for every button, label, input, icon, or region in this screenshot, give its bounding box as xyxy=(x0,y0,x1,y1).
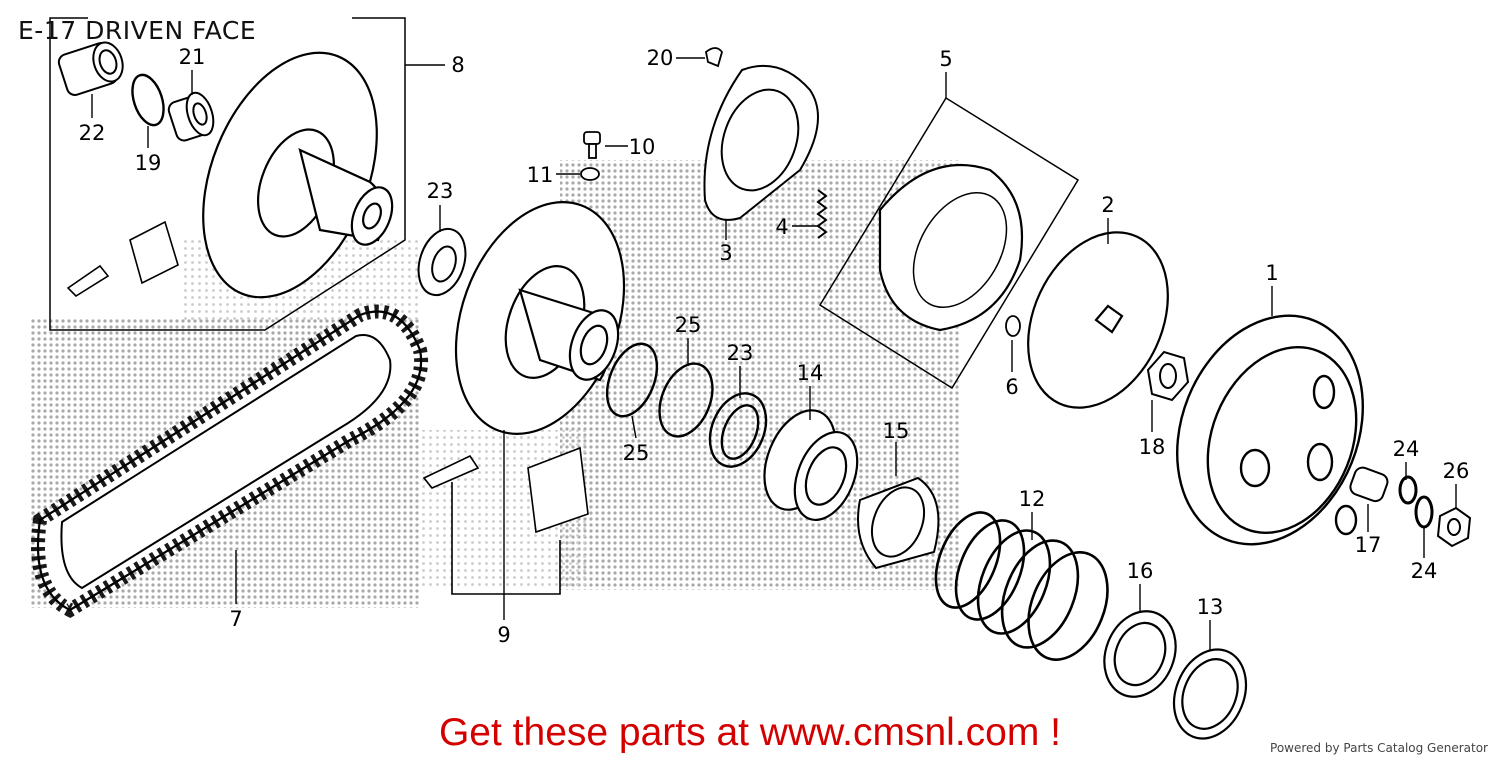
needle-bearing-part xyxy=(57,41,124,96)
callout-2: 2 xyxy=(1101,193,1114,217)
callout-24-lower: 24 xyxy=(1411,559,1438,583)
seal-collar-part xyxy=(763,409,859,522)
diagram-title: E-17 DRIVEN FACE xyxy=(18,16,257,45)
callout-1: 1 xyxy=(1265,261,1278,285)
callout-11: 11 xyxy=(527,163,554,187)
powered-by-text: Powered by Parts Catalog Generator xyxy=(1270,741,1488,755)
callout-7: 7 xyxy=(229,607,242,631)
callout-10: 10 xyxy=(629,135,656,159)
callout-17: 17 xyxy=(1355,533,1382,557)
washer-13-part xyxy=(1172,648,1248,740)
oil-seal-part xyxy=(417,227,467,297)
callout-labels: 22 21 19 8 20 5 10 11 23 3 4 2 1 25 23 1… xyxy=(79,45,1470,647)
leader-lines xyxy=(91,57,1457,650)
callout-4: 4 xyxy=(775,215,788,239)
clutch-weight-set-part xyxy=(818,96,1080,390)
callout-14: 14 xyxy=(797,361,824,385)
driven-face-assembly-box xyxy=(49,17,406,331)
fixed-driven-face-part xyxy=(454,201,626,435)
callout-23: 23 xyxy=(427,179,454,203)
callout-8: 8 xyxy=(451,53,464,77)
promo-link[interactable]: Get these parts at www.cmsnl.com ! xyxy=(438,711,1062,754)
callout-5: 5 xyxy=(939,47,952,71)
callout-26: 26 xyxy=(1443,459,1470,483)
callout-3: 3 xyxy=(719,241,732,265)
flange-nut-part xyxy=(1146,350,1190,402)
callout-23-middle: 23 xyxy=(727,341,754,365)
clutch-spring-part xyxy=(816,189,828,239)
callout-16: 16 xyxy=(1127,559,1154,583)
callout-24: 24 xyxy=(1393,437,1420,461)
callout-15: 15 xyxy=(883,419,910,443)
callout-18: 18 xyxy=(1139,435,1166,459)
clutch-outer-part xyxy=(1176,314,1364,546)
collar-oring-nut xyxy=(1349,466,1472,548)
clutch-plate-part xyxy=(703,65,819,221)
callout-6: 6 xyxy=(1005,375,1018,399)
drive-belt-part xyxy=(31,304,429,618)
callout-25-lower: 25 xyxy=(623,441,650,465)
callout-9: 9 xyxy=(497,623,510,647)
callout-20: 20 xyxy=(647,46,674,70)
driven-face-disc-part xyxy=(202,51,394,299)
grease-label-part xyxy=(66,220,179,298)
callout-25: 25 xyxy=(675,313,702,337)
seal-collar-16-part xyxy=(1103,610,1177,698)
small-fasteners xyxy=(580,47,723,181)
circlip-part xyxy=(131,73,165,127)
ball-bearing-part xyxy=(167,91,215,142)
callout-12: 12 xyxy=(1019,487,1046,511)
drive-plate-part xyxy=(1027,231,1169,409)
callout-13: 13 xyxy=(1197,595,1224,619)
spring-seat-part xyxy=(857,476,940,570)
driven-face-spring-part xyxy=(934,511,1109,661)
callout-21: 21 xyxy=(179,45,206,69)
washer-part xyxy=(1005,315,1021,337)
grease-label-part-2 xyxy=(422,446,589,595)
middle-seals xyxy=(605,342,768,468)
callout-19: 19 xyxy=(135,151,162,175)
callout-22: 22 xyxy=(79,121,106,145)
